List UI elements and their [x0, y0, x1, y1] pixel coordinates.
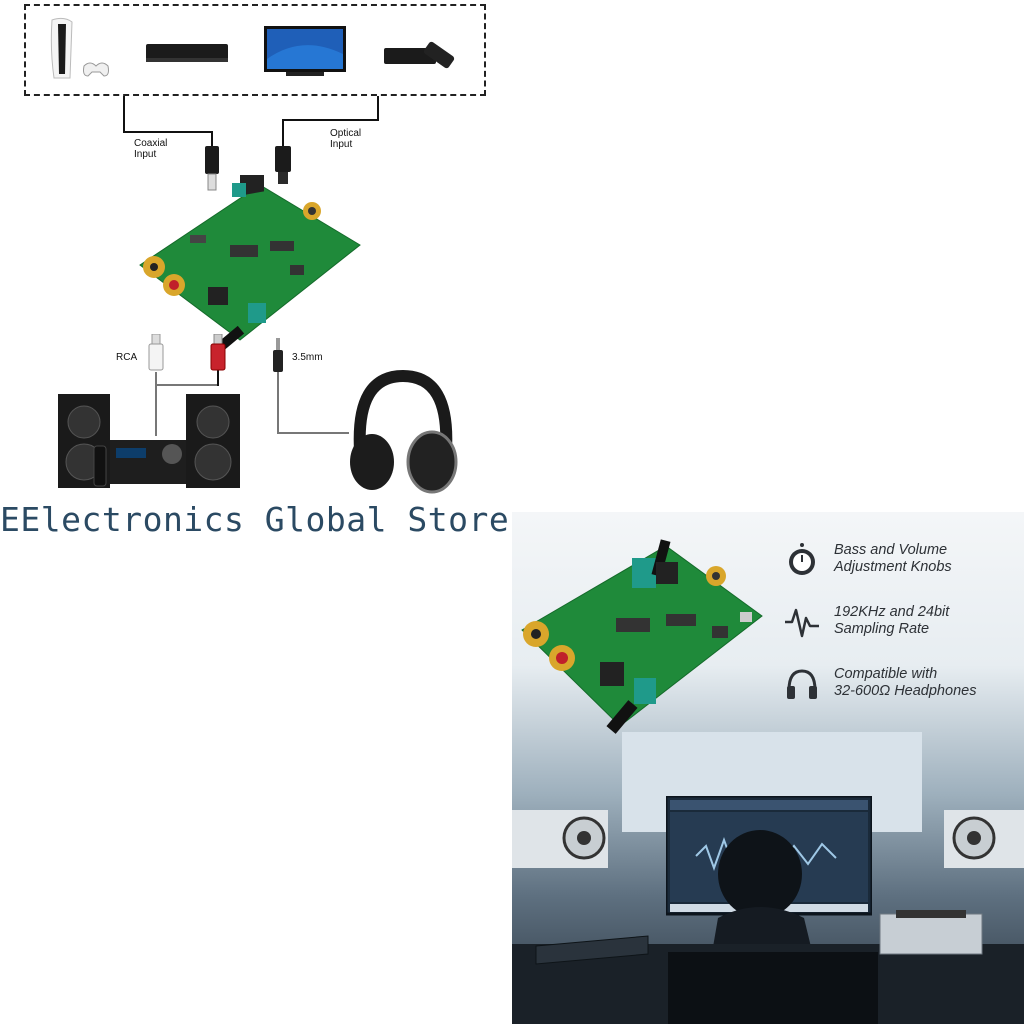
rca-label: RCA: [116, 352, 138, 363]
store-name: EElectronics Global Store: [0, 500, 510, 539]
headphones-feature-icon: [787, 669, 817, 699]
stereo-system-icon: [58, 394, 240, 488]
studio-speaker-right: [944, 810, 1024, 868]
jack-plug-icon: [273, 338, 283, 372]
dac-board-image: [139, 175, 361, 351]
tv-icon: [264, 26, 346, 76]
streaming-box-icon: [384, 41, 455, 69]
optical-plug-icon: [275, 146, 291, 184]
rca-red-plug-icon: [210, 334, 226, 371]
keyboard-controller: [535, 935, 649, 965]
rca-white-plug-icon: [148, 334, 164, 371]
chair: [668, 952, 878, 1024]
game-console-icon: [50, 17, 109, 79]
source-devices-box: [24, 4, 486, 96]
blu-ray-player-icon: [146, 44, 228, 62]
studio-speaker-left: [512, 810, 608, 868]
coaxial-plug-icon: [205, 146, 219, 191]
jack-label: 3.5mm: [292, 352, 323, 363]
waveform-icon: [785, 608, 819, 638]
knob-icon: [789, 543, 815, 575]
audio-interface: [879, 910, 983, 955]
headphones-icon: [350, 370, 458, 494]
dac-board-photo: [521, 539, 763, 734]
